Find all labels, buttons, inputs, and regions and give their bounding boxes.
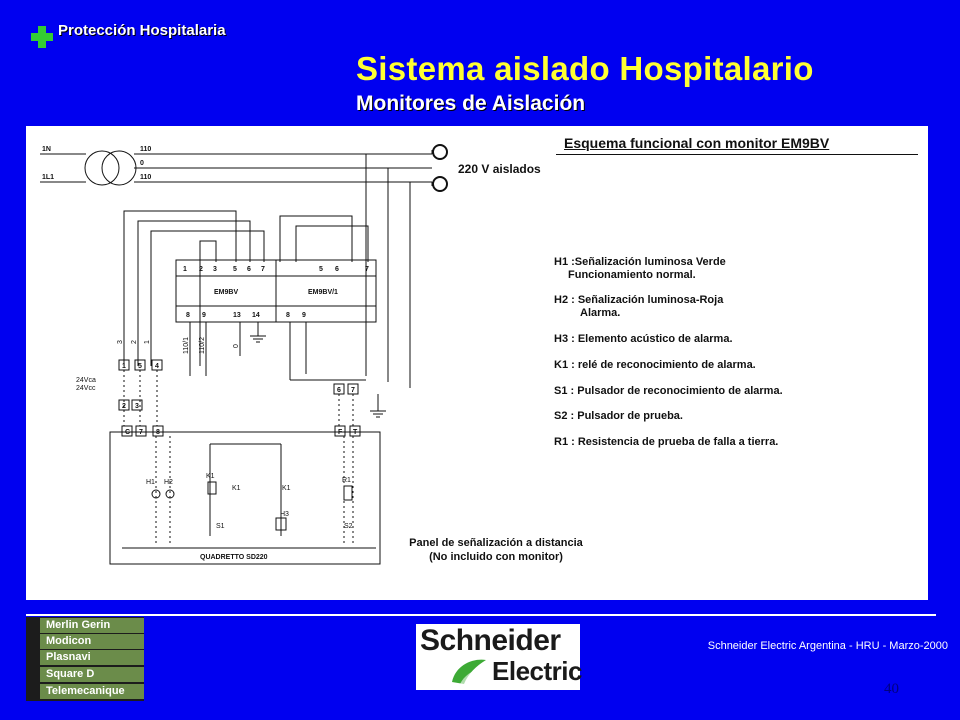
supply-label-cc: 24Vcc bbox=[76, 385, 96, 392]
brand-telemecanique: Telemecanique bbox=[40, 684, 144, 699]
comp-h3: H3 bbox=[280, 511, 289, 518]
panel-term-t: T bbox=[353, 429, 358, 436]
wire-label-110-1: 110/1 bbox=[183, 337, 190, 354]
t1-2: 2 bbox=[199, 266, 203, 273]
panel-term-8: 8 bbox=[156, 429, 160, 436]
schematic-labels: 1N 1L1 110 0 110 EM9BV EM9BV/1 1 2 3 5 6… bbox=[42, 146, 369, 561]
t1-1: 1 bbox=[183, 266, 187, 273]
t1-7: 7 bbox=[261, 266, 265, 273]
t2-6: 6 bbox=[335, 266, 339, 273]
legend-h3: H3 : Elemento acústico de alarma. bbox=[554, 333, 733, 345]
panel-caption-line2: (No incluido con monitor) bbox=[429, 551, 563, 563]
device1-label: EM9BV bbox=[214, 289, 238, 296]
panel-caption-line1: Panel de señalización a distancia bbox=[409, 537, 583, 549]
legend-r1: R1 : Resistencia de prueba de falla a ti… bbox=[554, 436, 779, 448]
legend-h2-line2: Alarma. bbox=[580, 307, 621, 319]
panel-name: QUADRETTO SD220 bbox=[200, 554, 268, 561]
comp-k1b: K1 bbox=[232, 485, 241, 492]
footer-rule bbox=[26, 614, 936, 616]
brands-block: Merlin Gerin Modicon Plasnavi Square D T… bbox=[26, 617, 144, 701]
comp-s1: S1 bbox=[216, 523, 225, 530]
legend-k1: K1 : relé de reconocimiento de alarma. bbox=[554, 359, 756, 371]
legend-h1: H1 :Señalización luminosa Verde Funciona… bbox=[554, 256, 726, 282]
legend-h1-line2: Funcionamiento normal. bbox=[568, 269, 696, 281]
device2-label: EM9BV/1 bbox=[308, 289, 338, 296]
label-110b: 110 bbox=[140, 174, 151, 181]
comp-h2: H2 bbox=[164, 479, 173, 486]
box-term-2: 2 bbox=[122, 403, 126, 410]
b1-14: 14 bbox=[252, 312, 260, 319]
page-subtitle: Monitores de Aislación bbox=[356, 92, 586, 115]
panel-term-c: C bbox=[125, 429, 130, 436]
wire-label-110-2: 110/2 bbox=[199, 337, 206, 354]
label-0: 0 bbox=[140, 160, 144, 167]
brand-square-d: Square D bbox=[40, 667, 144, 682]
footer-credit: Schneider Electric Argentina - HRU - Mar… bbox=[707, 640, 948, 652]
b2-9: 9 bbox=[302, 312, 306, 319]
t2-5: 5 bbox=[319, 266, 323, 273]
b1-8: 8 bbox=[186, 312, 190, 319]
schematic-panel: Esquema funcional con monitor EM9BV 220 … bbox=[26, 126, 928, 600]
label-1l1: 1L1 bbox=[42, 174, 54, 181]
t1-6: 6 bbox=[247, 266, 251, 273]
brand-label: Protección Hospitalaria bbox=[58, 22, 226, 39]
comp-r1: R1 bbox=[342, 477, 351, 484]
page-number: 40 bbox=[884, 681, 899, 697]
b1-9: 9 bbox=[202, 312, 206, 319]
comp-h1: H1 bbox=[146, 479, 155, 486]
legend-h2: H2 : Señalización luminosa-Roja Alarma. bbox=[554, 294, 723, 320]
t1-3: 3 bbox=[213, 266, 217, 273]
schema-title-rule bbox=[556, 154, 918, 155]
legend-h1-line1: H1 :Señalización luminosa Verde bbox=[554, 256, 726, 268]
box-term-7: 7 bbox=[351, 387, 355, 394]
t2-7: 7 bbox=[365, 266, 369, 273]
box-term-6: 6 bbox=[337, 387, 341, 394]
legend-s2: S2 : Pulsador de prueba. bbox=[554, 410, 683, 422]
legend-h2-line1: H2 : Señalización luminosa-Roja bbox=[554, 294, 724, 306]
schneider-logo-line2: Electric bbox=[492, 656, 582, 686]
box-term-1: 1 bbox=[122, 363, 126, 370]
comp-k1c: K1 bbox=[282, 485, 291, 492]
voltage-label: 220 V aislados bbox=[458, 162, 541, 176]
b1-13: 13 bbox=[233, 312, 241, 319]
label-110a: 110 bbox=[140, 146, 151, 153]
wiring-schematic bbox=[40, 144, 448, 565]
green-cross-icon bbox=[31, 26, 53, 48]
supply-label-ca: 24Vca bbox=[76, 377, 96, 384]
schneider-leaf-icon bbox=[452, 659, 486, 686]
schneider-logo-line1: Schneider bbox=[420, 624, 561, 657]
wire-label-0: 0 bbox=[233, 344, 240, 348]
brand-merlin-gerin: Merlin Gerin bbox=[40, 618, 144, 633]
label-1n: 1N bbox=[42, 146, 51, 153]
box-term-3: 3 bbox=[135, 403, 139, 410]
page-title: Sistema aislado Hospitalario bbox=[356, 50, 814, 87]
legend-s1: S1 : Pulsador de reconocimiento de alarm… bbox=[554, 385, 783, 397]
b2-8: 8 bbox=[286, 312, 290, 319]
schneider-logo: Schneider Electric bbox=[416, 624, 582, 690]
brand-modicon: Modicon bbox=[40, 634, 144, 649]
comp-k1a: K1 bbox=[206, 473, 215, 480]
wire-label-1: 1 bbox=[144, 340, 151, 344]
panel-term-f: F bbox=[338, 429, 343, 436]
schema-title: Esquema funcional con monitor EM9BV bbox=[564, 135, 830, 151]
box-term-4: 4 bbox=[155, 363, 159, 370]
brand-plasnavi: Plasnavi bbox=[40, 650, 144, 665]
panel-caption: Panel de señalización a distancia (No in… bbox=[386, 536, 606, 564]
box-term-5: 5 bbox=[138, 363, 142, 370]
comp-s2: S2 bbox=[344, 523, 353, 530]
t1-5: 5 bbox=[233, 266, 237, 273]
panel-term-7: 7 bbox=[139, 429, 143, 436]
wire-label-3: 3 bbox=[117, 340, 124, 344]
wire-label-2: 2 bbox=[131, 340, 138, 344]
